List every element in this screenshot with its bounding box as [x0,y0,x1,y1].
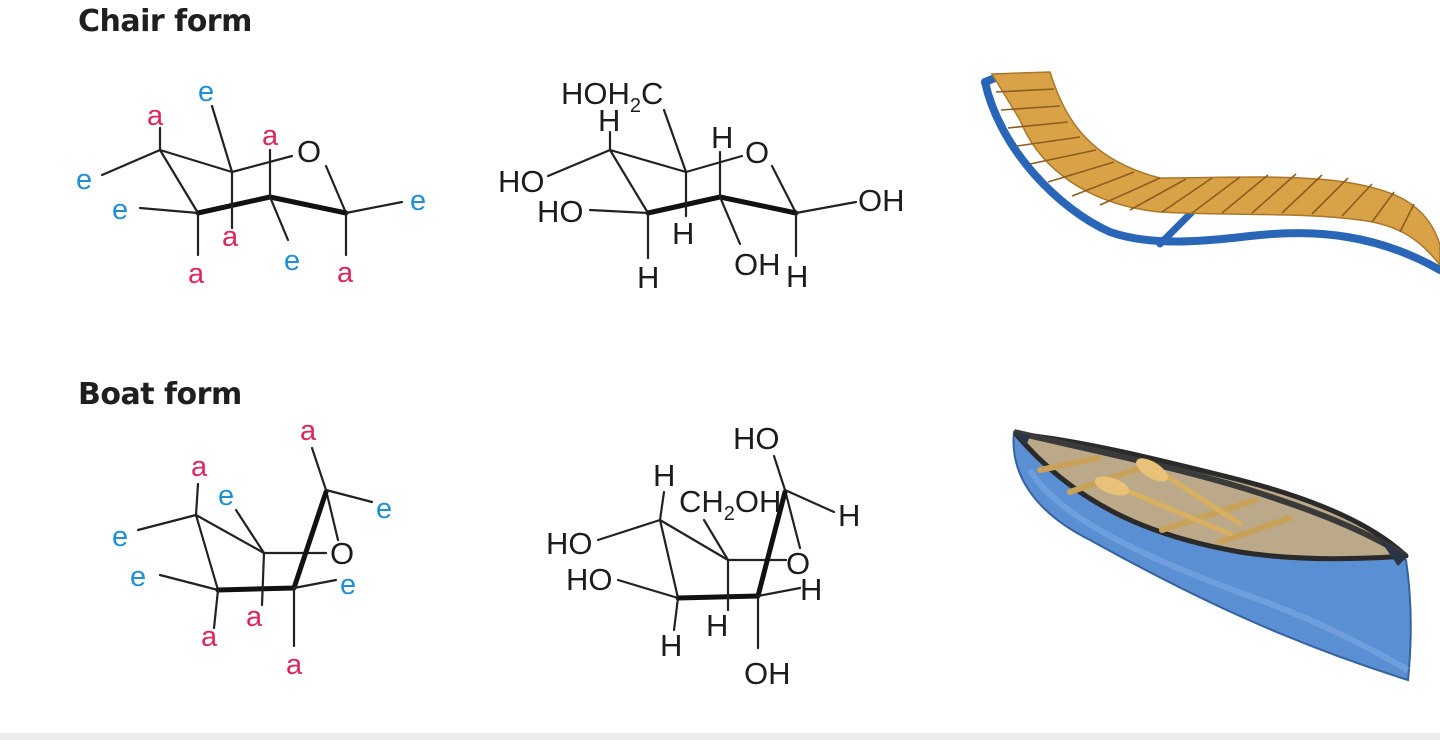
ring-oxygen-label: O [745,135,769,170]
equatorial-label: e [112,194,128,226]
ho-label: HO [546,526,593,561]
lounge-chair-illustration [981,71,1440,274]
equatorial-bond [234,508,266,555]
axial-label: a [262,120,279,152]
axial-bond [260,551,266,607]
equatorial-bond [210,104,234,174]
boat-form-heading: Boat form [78,377,242,412]
axial-label: a [188,258,205,290]
substituent-bond [672,596,680,632]
substituent-bond [718,195,742,246]
h-label: H [637,260,659,295]
ring-bond [658,518,680,600]
equatorial-bond [136,513,198,532]
axial-label: a [201,621,218,653]
hoh2c-label: HOH2C [561,76,663,117]
h-label: H [660,628,682,663]
axial-label: a [222,221,239,253]
ring-bond [684,154,744,174]
equatorial-label: e [112,521,128,553]
ring-oxygen-label: O [297,134,321,169]
h-label: H [672,216,694,251]
h-label: H [711,120,733,155]
ring-front-bond [215,489,329,593]
ring-bond [783,488,802,550]
axial-label: a [147,100,164,132]
equatorial-label: e [218,480,234,512]
h-label: H [786,259,808,294]
ring-bond [158,148,200,215]
equatorial-label: e [198,76,214,108]
ring-bond [658,518,730,562]
substituent-bond [772,454,787,492]
ring-bond [324,164,348,215]
substituent-bond [756,586,802,598]
ring-bond [158,148,234,174]
oh-label: OH [858,183,905,218]
equatorial-bond [292,578,338,590]
chair-axial-equatorial-diagram: O a e a e e a a e a e [76,76,426,290]
ch2oh-label: CH2OH [679,484,781,525]
oh-label: OH [734,247,781,282]
substituent-bond [702,518,730,562]
equatorial-label: e [410,185,426,217]
equatorial-bond [268,195,290,242]
equatorial-bond [324,488,374,504]
ho-label: HO [498,164,545,199]
h-label: H [653,458,675,493]
ring-bond [608,148,650,215]
substituent-bond [662,108,688,174]
bottom-divider [0,733,1440,740]
axial-bond [310,446,328,492]
axial-label: a [191,451,208,483]
axial-label: a [286,649,303,681]
h-label: H [706,608,728,643]
ring-bond [608,148,688,174]
boat-glucose-structure: HO H H CH2OH O HO HO H H H OH [546,421,860,691]
substituent-bond [783,488,836,514]
equatorial-label: e [284,245,300,277]
substituent-bond [588,208,650,215]
ring-bond [194,513,266,555]
chair-form-heading: Chair form [78,4,252,39]
chair-glucose-structure: HOH2C H H O HO HO H H OH H OH [498,76,905,295]
h-label: H [598,103,620,138]
substituent-bond [616,578,680,600]
ring-bond [194,513,220,592]
equatorial-label: e [376,493,392,525]
equatorial-label: e [76,164,92,196]
equatorial-bond [344,200,404,215]
substituent-bond [794,200,858,215]
axial-bond [194,482,200,517]
boat-axial-equatorial-diagram: O a e a e e e e a a a [112,415,392,681]
equatorial-label: e [340,569,356,601]
canoe-illustration [1012,429,1412,682]
substituent-bond [546,148,612,178]
equatorial-bond [138,206,200,215]
ho-label: HO [566,562,613,597]
oh-label: OH [744,656,791,691]
axial-label: a [300,415,317,447]
ring-bond [770,164,798,215]
ho-label: HO [537,194,584,229]
axial-label: a [246,601,263,633]
substituent-bond [596,518,662,542]
ring-oxygen-label: O [786,546,810,581]
ring-bond [230,154,294,174]
h-label: H [800,572,822,607]
equatorial-bond [158,573,220,592]
equatorial-bond [100,148,162,177]
h-label: H [838,498,860,533]
ring-bond [324,488,340,542]
ho-label: HO [733,421,780,456]
ring-oxygen-label: O [330,536,354,571]
axial-bond [212,588,220,630]
axial-label: a [337,257,354,289]
equatorial-label: e [130,561,146,593]
substituent-bond [658,490,666,522]
